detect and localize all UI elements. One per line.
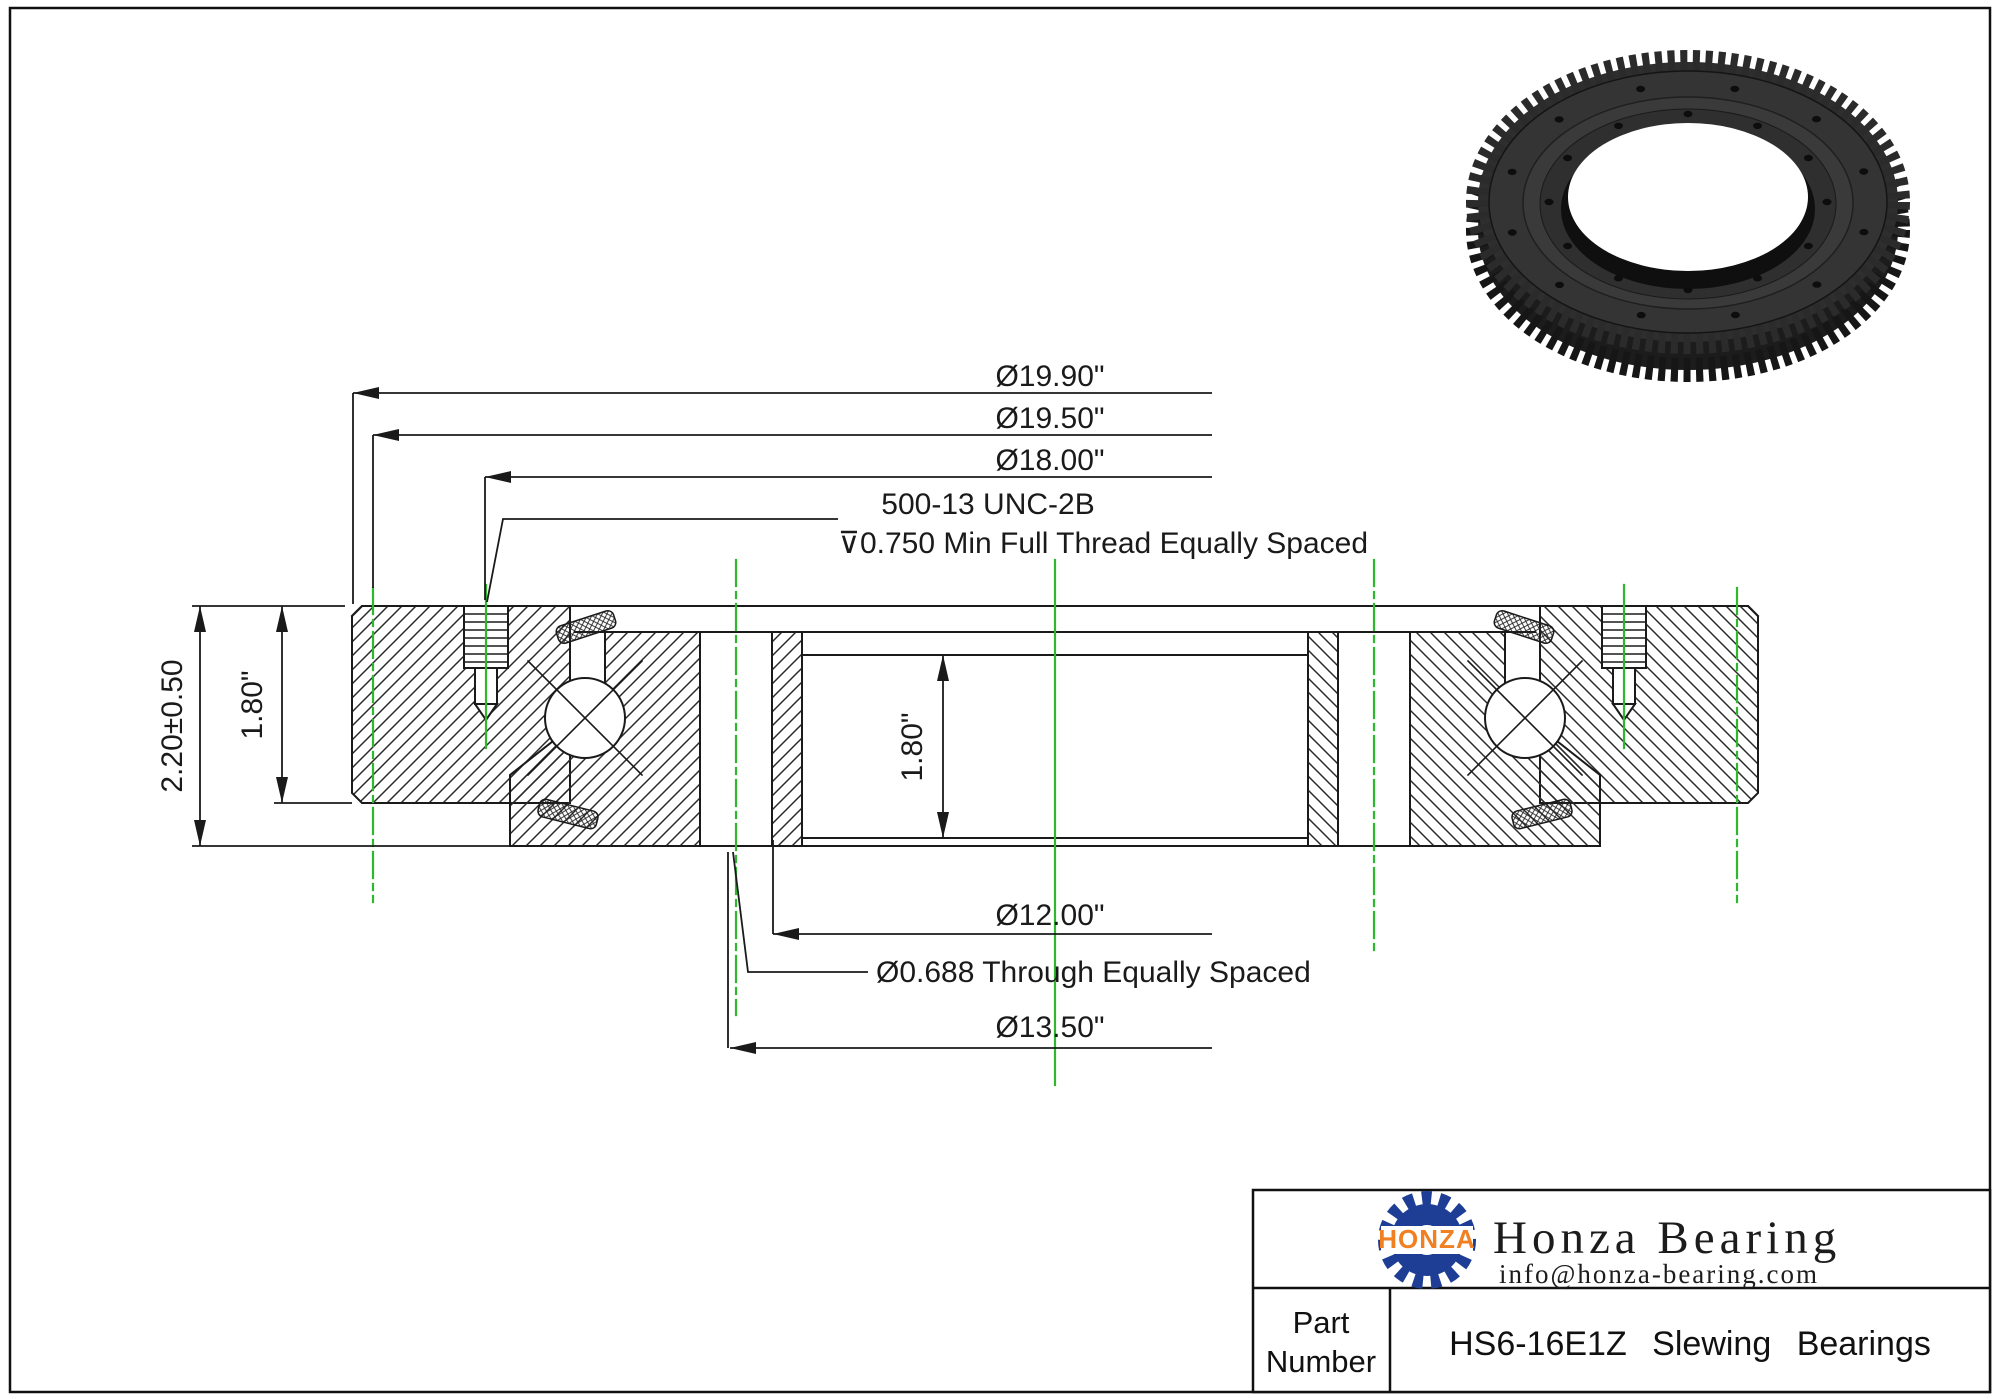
dim-bore-diameter: Ø12.00" — [995, 899, 1104, 932]
section-view — [350, 558, 1760, 1087]
logo-text: HONZA — [1378, 1224, 1475, 1254]
dim-ring-height: 1.80" — [236, 670, 269, 739]
part-number-value: HS6-16E1Z Slewing Bearings — [1449, 1325, 1931, 1363]
dim-pitch-diameter: Ø19.50" — [995, 402, 1104, 435]
company-name: Honza Bearing — [1493, 1212, 1841, 1264]
dim-hole-bolt-circle: Ø13.50" — [995, 1011, 1104, 1044]
dim-total-height: 2.20±0.50 — [156, 659, 189, 792]
dimension-arrows — [194, 387, 949, 1054]
bearing-bolt-holes — [1507, 85, 1869, 319]
seal-bottom-left — [537, 798, 599, 830]
thread-note-line1: 500-13 UNC-2B — [881, 488, 1094, 521]
dim-mount-bolt-circle: Ø18.00" — [995, 444, 1104, 477]
bore-wall-right — [1307, 631, 1339, 847]
ball-left — [526, 659, 644, 777]
honza-gear-icon: HONZA — [1378, 1191, 1476, 1289]
part-label-line2: Number — [1266, 1344, 1376, 1379]
seal-top-left — [555, 609, 617, 645]
centerlines — [371, 558, 1739, 1087]
dim-outer-diameter: Ø19.90" — [995, 360, 1104, 393]
dim-bore-height: 1.80" — [896, 712, 929, 781]
ball-right — [1466, 659, 1584, 777]
title-block: HONZA Honza Bearing info@honza-bearing.c… — [1251, 1188, 1992, 1394]
thread-note-line2: ⊽0.750 Min Full Thread Equally Spaced — [838, 527, 1368, 560]
company-email: info@honza-bearing.com — [1499, 1259, 1819, 1289]
bore-wall-left — [771, 631, 803, 847]
seal-bottom-right — [1511, 798, 1573, 830]
seal-top-right — [1493, 609, 1555, 645]
page-border — [8, 6, 1992, 1394]
part-label-line1: Part — [1293, 1305, 1350, 1340]
gear-teeth — [1466, 50, 1910, 354]
note-through-holes: Ø0.688 Through Equally Spaced — [876, 956, 1311, 989]
bearing-3d-render — [1466, 50, 1910, 382]
dimensions: Ø19.90" Ø19.50" Ø18.00" 500-13 UNC-2B ⊽0… — [156, 360, 1368, 1054]
